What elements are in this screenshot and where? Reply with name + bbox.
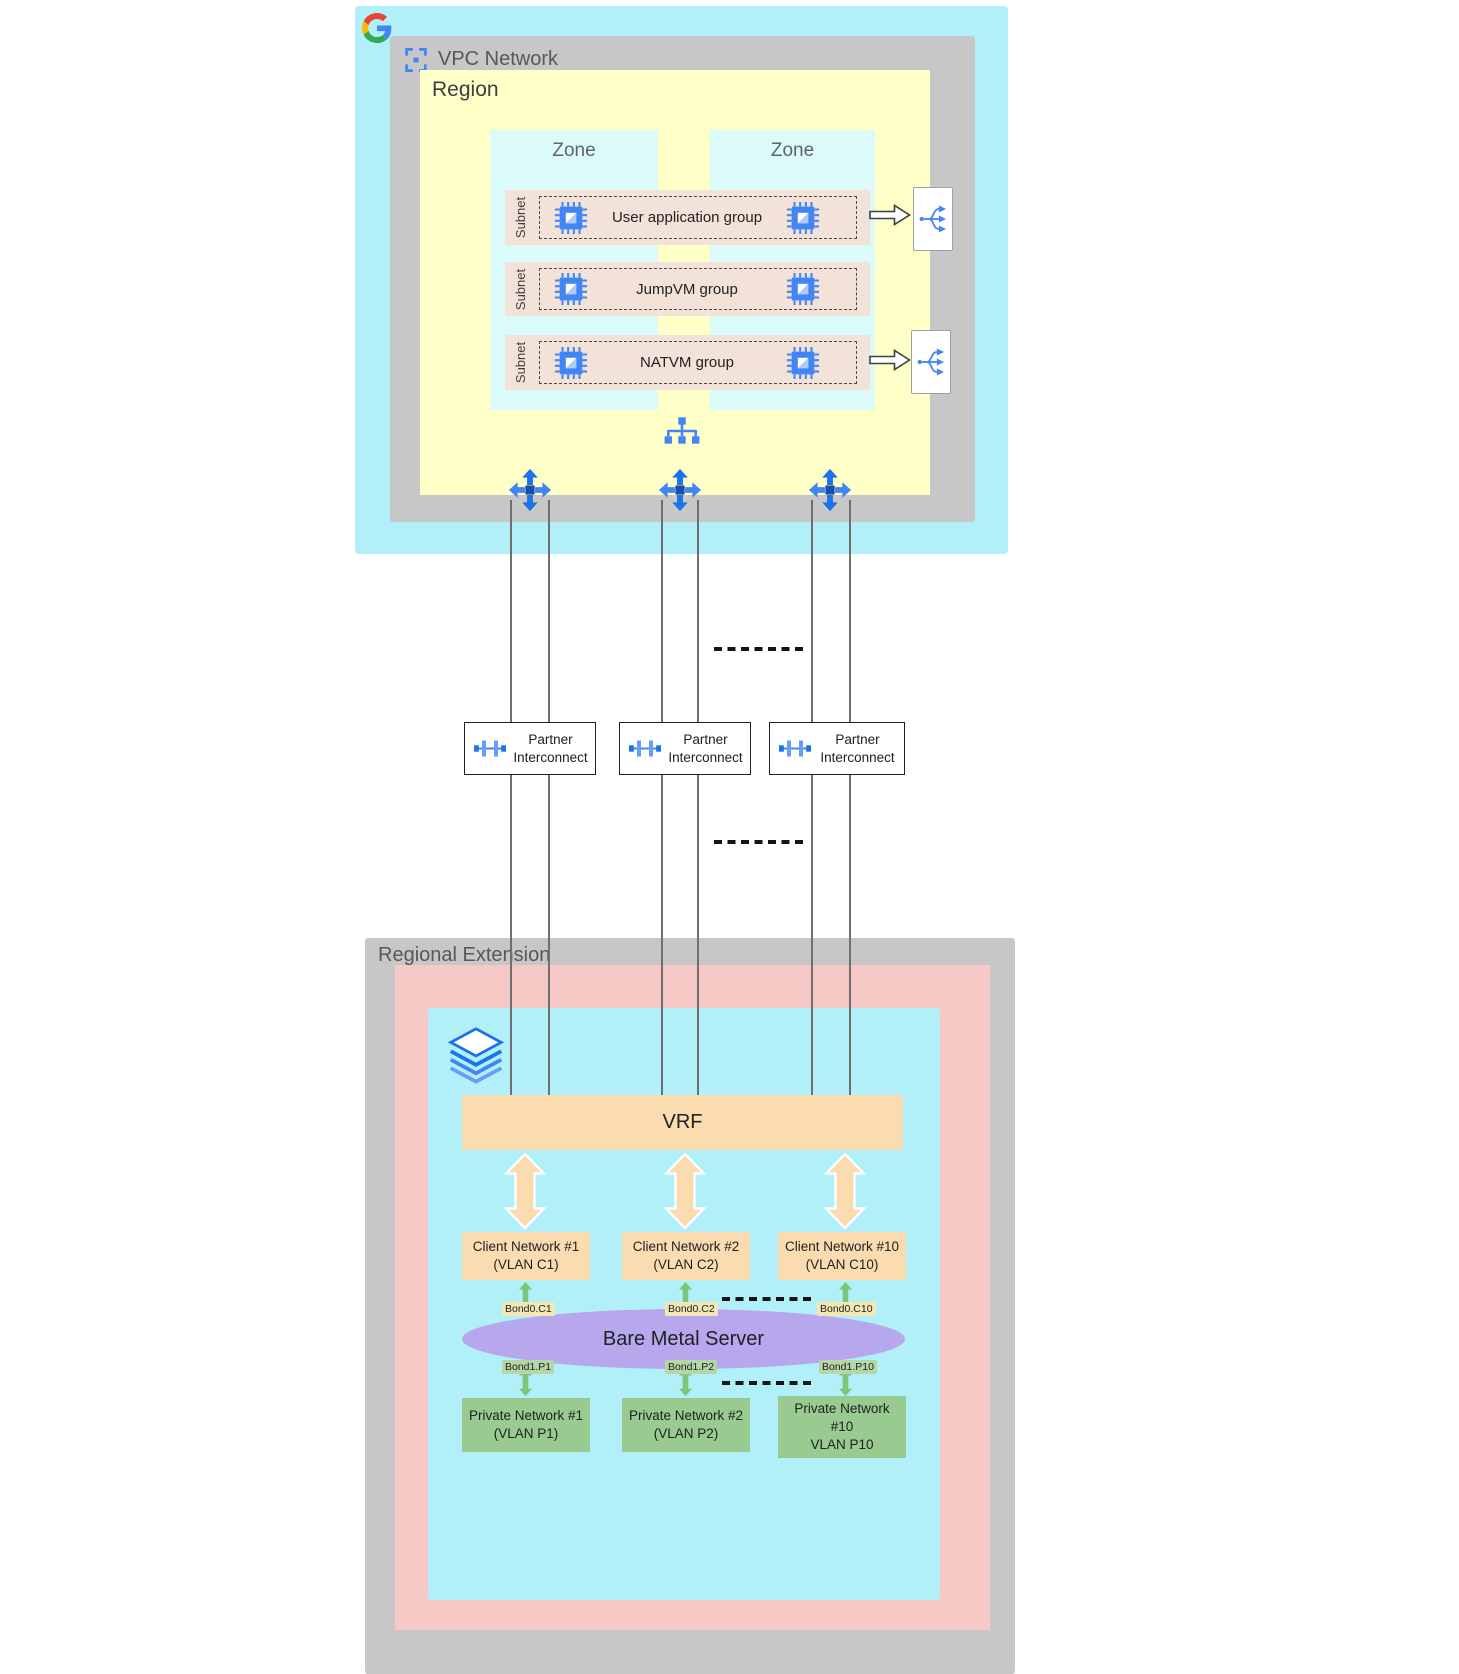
load-balancer-icon	[916, 345, 946, 379]
client-network-10-box: Client Network #10 (VLAN C10)	[778, 1232, 906, 1280]
client-network-vlan: (VLAN C10)	[805, 1257, 879, 1272]
connection-line	[510, 775, 512, 1096]
region-title: Region	[432, 78, 499, 101]
subnet-row-user-app: Subnet User application group	[505, 190, 870, 245]
load-balancer-icon	[918, 202, 948, 236]
vm-icon	[786, 201, 820, 235]
network-hub-icon	[663, 417, 701, 445]
bare-metal-server-label: Bare Metal Server	[602, 1327, 765, 1350]
vm-group-label: JumpVM group	[636, 280, 738, 298]
partner-interconnect-icon	[629, 738, 661, 759]
arrow-right-icon	[869, 203, 911, 227]
connection-line	[510, 500, 512, 723]
load-balancer-box-2	[911, 330, 951, 394]
private-network-name: Private Network #2	[628, 1408, 744, 1424]
private-network-2-box: Private Network #2 (VLAN P2)	[622, 1398, 750, 1452]
client-network-vlan: (VLAN C1)	[493, 1257, 559, 1272]
bond1-label-10: Bond1.P10	[819, 1360, 877, 1374]
private-network-name: Private Network #10	[794, 1401, 890, 1435]
ellipsis-dashes	[714, 647, 803, 651]
private-network-10-box: Private Network #10 VLAN P10	[778, 1396, 906, 1458]
subnet-row-natvm: Subnet NATVM group	[505, 335, 870, 390]
subnet-label: Subnet	[513, 196, 529, 239]
client-network-name: Client Network #2	[632, 1239, 740, 1255]
partner-interconnect-icon	[474, 738, 506, 759]
bond1-label-2: Bond1.P2	[665, 1360, 718, 1374]
bond1-label-1: Bond1.P1	[502, 1360, 555, 1374]
private-network-vlan: (VLAN P2)	[653, 1426, 719, 1441]
partner-interconnect-label: Partner Interconnect	[668, 732, 743, 765]
ellipsis-dashes	[722, 1381, 811, 1385]
connection-line	[661, 500, 663, 723]
vrf-label: VRF	[662, 1111, 703, 1133]
zone-label: Zone	[770, 140, 815, 161]
vrf-bar: VRF	[462, 1095, 903, 1150]
partner-interconnect-box-2: Partner Interconnect	[619, 722, 751, 775]
connection-line	[548, 775, 550, 1096]
layered-stack-icon	[446, 1026, 506, 1084]
private-network-vlan: VLAN P10	[810, 1436, 874, 1452]
arrow-right-icon	[869, 348, 911, 372]
load-balancer-box-1	[913, 187, 953, 251]
partner-interconnect-box-1: Partner Interconnect	[464, 722, 596, 775]
private-network-1-box: Private Network #1 (VLAN P1)	[462, 1398, 590, 1452]
vm-icon	[554, 201, 588, 235]
jumpvm-group-box: JumpVM group	[539, 268, 857, 310]
bond0-label-1: Bond0.C1	[502, 1302, 555, 1316]
cloud-router-icon-2	[658, 468, 702, 512]
double-arrow-icon	[663, 1152, 707, 1230]
connection-line	[849, 775, 851, 1096]
private-network-vlan: (VLAN P1)	[493, 1426, 559, 1441]
subnet-row-jumpvm: Subnet JumpVM group	[505, 262, 870, 316]
connection-line	[849, 500, 851, 723]
zone-label: Zone	[552, 140, 596, 161]
vm-icon	[554, 272, 588, 306]
double-arrow-icon	[503, 1152, 547, 1230]
bare-metal-server: Bare Metal Server	[462, 1309, 905, 1369]
regional-extension-title: Regional Extension	[378, 944, 551, 966]
double-arrow-icon	[823, 1152, 867, 1230]
vpc-network-title: VPC Network	[438, 48, 559, 70]
google-logo-icon	[362, 13, 392, 43]
vm-icon	[786, 346, 820, 380]
partner-interconnect-icon	[779, 738, 811, 759]
cloud-router-icon-3	[808, 468, 852, 512]
ellipsis-dashes	[714, 840, 803, 844]
vm-group-label: NATVM group	[640, 354, 734, 371]
connection-line	[548, 500, 550, 723]
vm-icon	[554, 346, 588, 380]
connection-line	[811, 500, 813, 723]
bond0-label-2: Bond0.C2	[665, 1302, 718, 1316]
partner-interconnect-box-3: Partner Interconnect	[769, 722, 905, 775]
connection-line	[697, 500, 699, 723]
connection-line	[697, 775, 699, 1096]
connection-line	[811, 775, 813, 1096]
subnet-label: Subnet	[513, 268, 529, 310]
client-network-name: Client Network #1	[472, 1239, 580, 1255]
client-network-name: Client Network #10	[784, 1239, 900, 1255]
partner-interconnect-label: Partner Interconnect	[513, 732, 588, 765]
client-network-2-box: Client Network #2 (VLAN C2)	[622, 1232, 750, 1280]
cloud-router-icon-1	[508, 468, 552, 512]
ellipsis-dashes	[722, 1297, 811, 1301]
connection-line	[661, 775, 663, 1096]
natvm-group-box: NATVM group	[539, 341, 857, 384]
client-network-vlan: (VLAN C2)	[653, 1257, 719, 1272]
partner-interconnect-label: Partner Interconnect	[820, 732, 895, 765]
bond0-label-10: Bond0.C10	[817, 1302, 876, 1316]
user-application-group-box: User application group	[539, 196, 857, 239]
vm-group-label: User application group	[611, 209, 763, 226]
client-network-1-box: Client Network #1 (VLAN C1)	[462, 1232, 590, 1280]
vm-icon	[786, 272, 820, 306]
subnet-label: Subnet	[513, 341, 529, 384]
private-network-name: Private Network #1	[468, 1408, 584, 1424]
